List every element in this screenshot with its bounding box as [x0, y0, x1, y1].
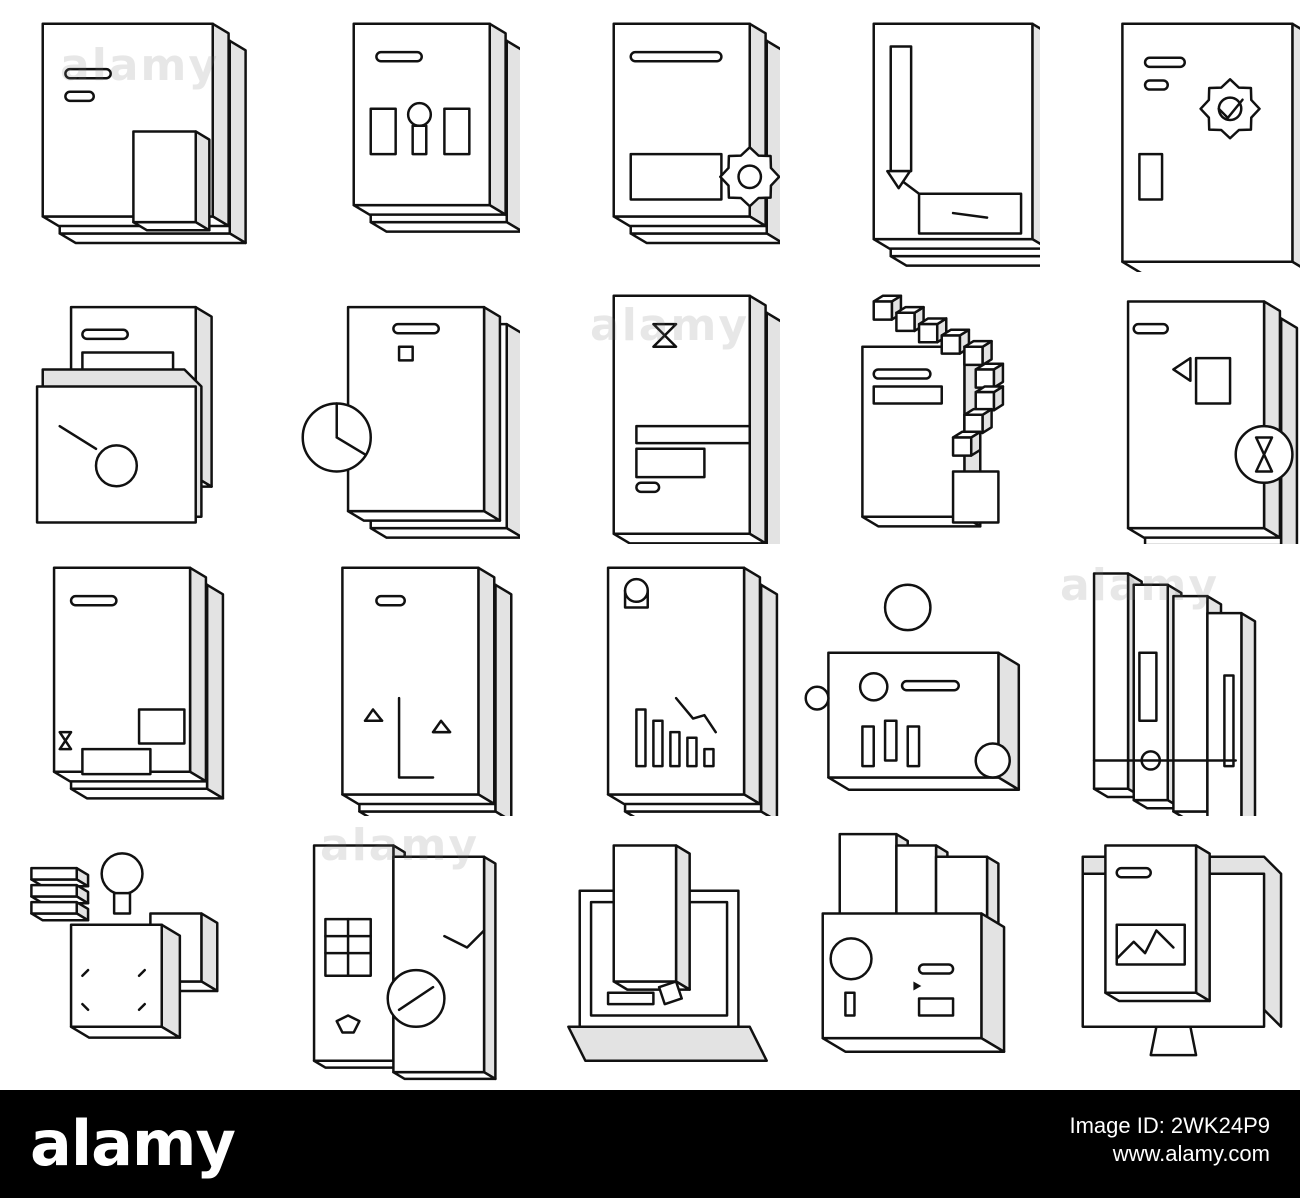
open-book-chart-icon: [260, 816, 520, 1088]
icon-grid: [0, 0, 1300, 1088]
laptop-document-icon: [520, 816, 780, 1088]
folder-document-icon-graphic: [41, 22, 247, 245]
document-scales-icon-graphic: [341, 566, 513, 816]
image-id-label: Image ID: 2WK24P9: [1069, 1113, 1270, 1138]
binders-bookshelf-icon: [1040, 544, 1300, 816]
locked-folder-key-icon: [0, 272, 260, 544]
archive-box-files-icon: [780, 816, 1040, 1088]
idea-folder-stack-icon-graphic: [30, 852, 219, 1039]
monitor-document-graph-icon: [1040, 816, 1300, 1088]
document-arrow-layout-icon: [780, 0, 1040, 272]
document-hourglass-icon-graphic: [612, 294, 780, 544]
image-info: Image ID: 2WK24P9 www.alamy.com: [1069, 1112, 1270, 1168]
document-gear-check-icon: [1040, 0, 1300, 272]
document-scales-icon: [260, 544, 520, 816]
document-settings-gear-icon: [520, 0, 780, 272]
document-clip-hourglass-icon-graphic: [52, 566, 225, 800]
laptop-document-icon-graphic: [567, 844, 768, 1063]
monitor-document-graph-icon-graphic: [1081, 844, 1283, 1057]
alamy-logo: alamy: [30, 1107, 236, 1180]
binders-bookshelf-icon-graphic: [1092, 572, 1257, 816]
stock-footer-bar: alamy Image ID: 2WK24P9 www.alamy.com: [0, 1090, 1300, 1198]
folder-document-icon: [0, 0, 260, 272]
document-settings-gear-icon-graphic: [612, 22, 780, 245]
document-hourglass-icon: [520, 272, 780, 544]
locked-folder-key-icon-graphic: [35, 305, 213, 524]
site-url: www.alamy.com: [1112, 1141, 1270, 1166]
document-alert-chart-icon-graphic: [606, 566, 779, 816]
user-dashboard-icon-graphic: [804, 583, 1021, 791]
document-cubes-icon: [780, 272, 1040, 544]
layout-document-icon-graphic: [352, 22, 520, 233]
document-pie-chart-icon-graphic: [301, 305, 520, 539]
user-dashboard-icon: [780, 544, 1040, 816]
idea-folder-stack-icon: [0, 816, 260, 1088]
document-cubes-icon-graphic: [861, 294, 1005, 528]
document-gear-check-icon-graphic: [1121, 22, 1300, 272]
archive-box-files-icon-graphic: [821, 832, 1006, 1053]
layout-document-icon: [260, 0, 520, 272]
document-pie-chart-icon: [260, 272, 520, 544]
document-alert-chart-icon: [520, 544, 780, 816]
document-clip-hourglass-icon: [0, 544, 260, 816]
document-time-badge-icon: [1040, 272, 1300, 544]
document-time-badge-icon-graphic: [1126, 300, 1299, 544]
open-book-chart-icon-graphic: [312, 844, 497, 1081]
document-arrow-layout-icon-graphic: [872, 22, 1040, 267]
